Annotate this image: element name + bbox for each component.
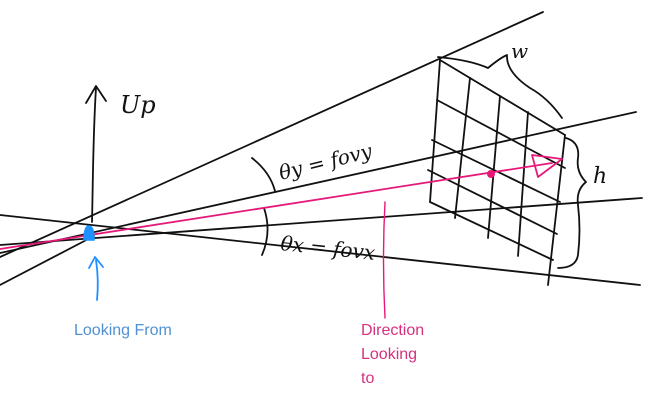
height-label: h <box>593 164 607 189</box>
theta-x-arc <box>261 207 269 256</box>
frustum-rays <box>0 11 643 286</box>
eye-marker <box>83 225 95 241</box>
width-brace <box>437 54 563 119</box>
ray-bottom <box>0 214 641 286</box>
eye-point <box>83 225 104 301</box>
direction-label-line-2: Looking <box>361 346 418 363</box>
theta-y-label: θy = fovy <box>276 138 375 184</box>
view-plane-grid <box>427 59 566 286</box>
width-label: w <box>511 39 528 63</box>
direction-label-line-3: to <box>361 370 375 387</box>
ray-top <box>0 11 544 258</box>
ray-upper <box>0 111 637 254</box>
direction-looking-to-label: Direction Looking to <box>361 319 451 391</box>
up-arrow <box>85 85 107 223</box>
theta-x-label: θx = fovx <box>279 231 376 265</box>
direction-line <box>0 162 553 250</box>
ray-lower <box>0 235 95 286</box>
ray-middle <box>0 197 643 246</box>
looking-from-arrowhead <box>88 256 104 269</box>
looking-from-arrow <box>95 259 99 301</box>
looking-from-label: Looking From <box>74 322 172 339</box>
direction-arrowhead <box>531 154 563 178</box>
direction-leader <box>382 201 386 319</box>
theta-y-arc <box>251 157 276 192</box>
up-label: Up <box>120 91 156 119</box>
direction-label-line-1: Direction <box>361 322 425 339</box>
target-point <box>487 170 495 178</box>
height-brace <box>557 137 587 269</box>
